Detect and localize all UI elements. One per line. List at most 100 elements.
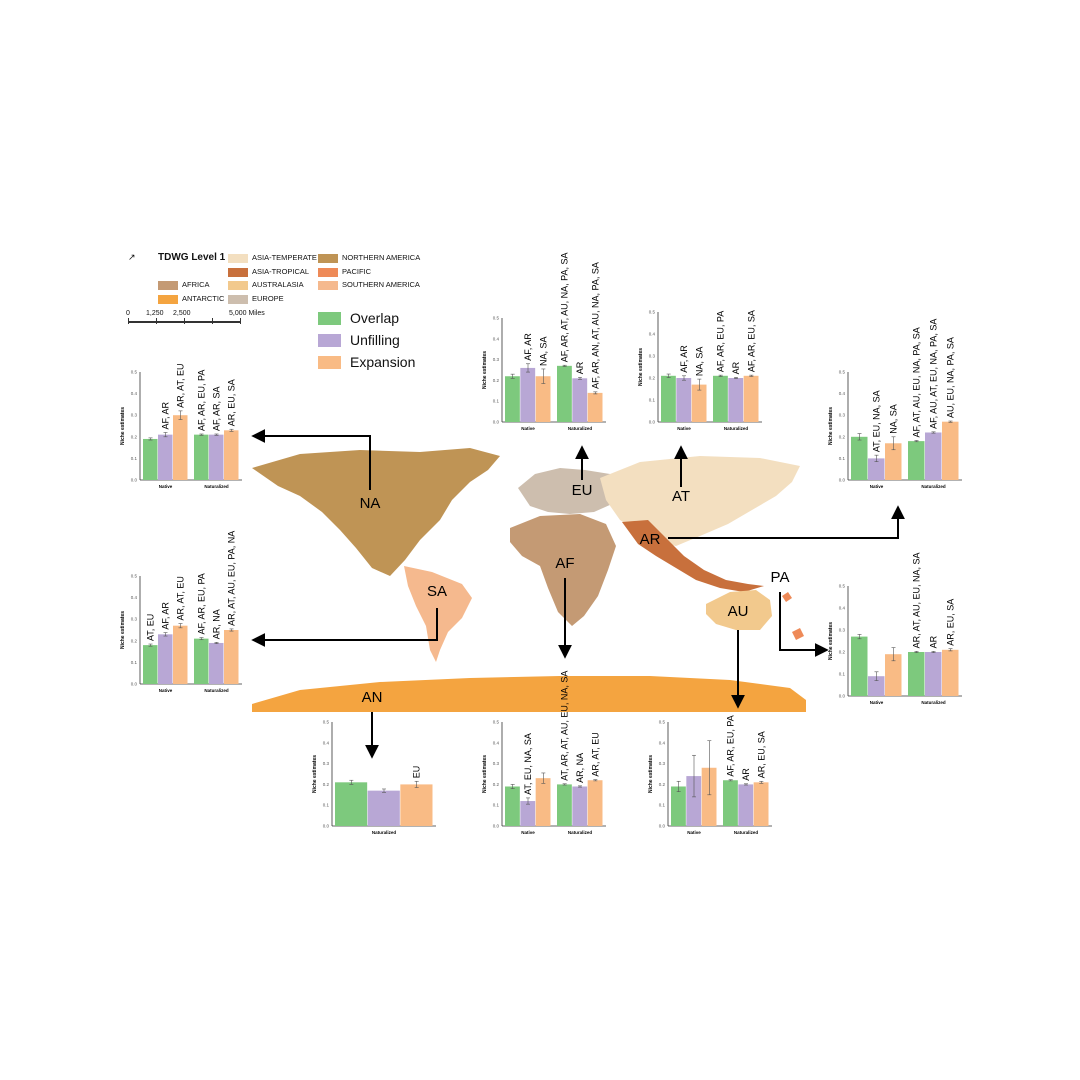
bar-unfilling <box>728 378 744 422</box>
y-tick-label: 0.0 <box>131 478 138 483</box>
bar-expansion <box>753 782 769 826</box>
bar-annotation: AF, AR, EU, PA <box>197 573 207 634</box>
region-label-ar: AR <box>640 531 661 548</box>
y-tick-label: 0.3 <box>323 761 330 766</box>
x-tick-label: Naturalized <box>724 426 749 431</box>
region-europe <box>518 468 622 514</box>
region-label-an: AN <box>362 689 383 706</box>
region-asia-tropical <box>622 520 764 592</box>
bar-annotation: AF, AR, AN, AT, AU, NA, PA, SA <box>590 262 600 389</box>
bar-expansion <box>224 630 239 684</box>
region-label-na: NA <box>360 495 381 512</box>
y-tick-label: 0.5 <box>493 720 500 725</box>
region-label-sa: SA <box>427 583 447 600</box>
region-label-at: AT <box>672 488 690 505</box>
y-tick-label: 0.4 <box>839 391 846 396</box>
bar-annotation: AT, EU, NA, SA <box>523 733 533 795</box>
y-tick-label: 0.1 <box>493 803 500 808</box>
y-tick-label: 0.0 <box>839 478 846 483</box>
bar-annotation: AR, NA <box>575 753 585 783</box>
y-tick-label: 0.2 <box>839 650 846 655</box>
y-tick-label: 0.0 <box>323 824 330 829</box>
region-label-af: AF <box>555 555 574 572</box>
x-tick-label: Naturalized <box>204 484 229 489</box>
bar-unfilling <box>925 652 942 696</box>
bar-annotation: AR <box>929 635 939 648</box>
y-tick-label: 0.2 <box>493 378 500 383</box>
y-tick-label: 0.0 <box>659 824 666 829</box>
bar-overlap <box>671 786 686 826</box>
bar-annotation: AF, AR, AT, AU, NA, PA, SA <box>560 252 570 362</box>
bar-overlap <box>557 784 572 826</box>
bar-annotation: AF, AR, EU, SA <box>746 310 756 372</box>
bar-annotation: AR <box>741 768 751 781</box>
y-tick-label: 0.0 <box>131 682 138 687</box>
y-axis-label: Niche estimates <box>648 755 654 793</box>
y-tick-label: 0.2 <box>659 782 666 787</box>
y-axis-label: Niche estimates <box>482 351 488 389</box>
y-tick-label: 0.5 <box>131 370 138 375</box>
bar-annotation: AR, AT, EU <box>590 732 600 776</box>
map-legend-title: TDWG Level 1 <box>158 252 226 263</box>
map-legend: TDWG Level 1 AFRICA ANTARCTIC ASIA-TEMPE… <box>118 248 438 323</box>
y-tick-label: 0.2 <box>649 376 656 381</box>
y-tick-label: 0.5 <box>649 310 656 315</box>
bar-annotation: AF, AR, EU, PA <box>716 311 726 372</box>
bar-annotation: AR, NA <box>212 609 222 639</box>
bar-unfilling <box>209 642 224 684</box>
y-tick-label: 0.3 <box>649 354 656 359</box>
region-northern-america <box>252 448 500 576</box>
north-arrow-icon: ↗ <box>128 252 136 262</box>
legend-item-asia-tropical: ASIA-TROPICAL <box>228 267 309 277</box>
bar-expansion <box>587 392 603 422</box>
x-tick-label: Native <box>687 830 701 835</box>
bar-expansion <box>942 421 959 480</box>
bar-unfilling <box>868 458 885 480</box>
bar-unfilling <box>925 432 942 480</box>
bar-annotation: AR, EU, SA <box>946 599 956 646</box>
bar-unfilling <box>209 434 224 480</box>
x-tick-label: Naturalized <box>568 426 593 431</box>
bar-unfilling <box>686 776 702 826</box>
bar-overlap <box>335 782 368 826</box>
bar-overlap <box>557 365 572 422</box>
region-africa <box>510 514 616 626</box>
region-antarctic <box>252 676 806 712</box>
y-tick-label: 0.3 <box>131 617 138 622</box>
bar-annotation: AF, AR, EU, PA <box>726 715 736 776</box>
y-tick-label: 0.5 <box>839 584 846 589</box>
y-tick-label: 0.1 <box>323 803 330 808</box>
x-tick-label: Naturalized <box>204 688 229 693</box>
y-tick-label: 0.1 <box>493 399 500 404</box>
y-tick-label: 0.3 <box>131 413 138 418</box>
bar-overlap <box>505 786 520 826</box>
x-tick-label: Native <box>521 830 535 835</box>
y-tick-label: 0.4 <box>493 336 500 341</box>
y-tick-label: 0.4 <box>649 332 656 337</box>
y-tick-label: 0.1 <box>839 456 846 461</box>
region-pacific <box>782 592 804 640</box>
region-australasia <box>706 590 772 630</box>
scale-label-1250: 1,250 <box>146 310 164 317</box>
region-label-au: AU <box>728 603 749 620</box>
y-tick-label: 0.4 <box>839 606 846 611</box>
bar-expansion <box>535 376 551 422</box>
bar-expansion <box>400 784 433 826</box>
legend-item-pacific: PACIFIC <box>318 267 371 277</box>
bar-annotation: AR <box>731 361 741 374</box>
y-axis-label: Niche estimates <box>482 755 488 793</box>
y-tick-label: 0.5 <box>493 316 500 321</box>
y-tick-label: 0.3 <box>493 357 500 362</box>
bar-unfilling <box>868 676 885 696</box>
bar-expansion <box>587 780 603 826</box>
bar-annotation: NA, SA <box>889 404 899 434</box>
y-axis-label: Niche estimates <box>120 407 126 445</box>
y-tick-label: 0.0 <box>839 694 846 699</box>
y-tick-label: 0.5 <box>323 720 330 725</box>
bar-annotation: AF, AR <box>161 602 171 630</box>
y-tick-label: 0.0 <box>493 420 500 425</box>
